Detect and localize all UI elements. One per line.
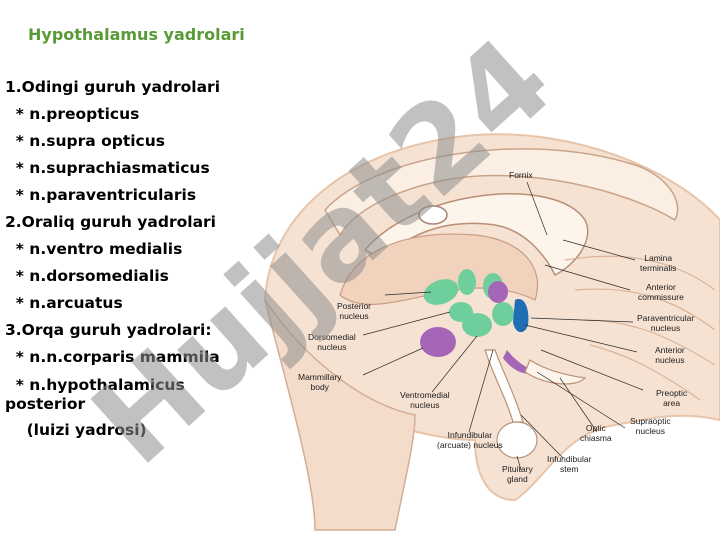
list-item: * n.dorsomedialis bbox=[5, 267, 169, 285]
label-lamina-terminalis: Lamina terminalis bbox=[640, 253, 677, 273]
frontal-folds bbox=[564, 255, 716, 401]
interthalamic-adhesion bbox=[418, 205, 448, 225]
pituitary-gland bbox=[496, 421, 538, 459]
anterior-nucleus-shape bbox=[492, 302, 514, 326]
list-item: 2.Oraliq guruh yadrolari bbox=[5, 213, 216, 231]
label-pituitary-gland: Pituitary gland bbox=[502, 464, 533, 484]
label-mammillary-body: Mammillary body bbox=[298, 372, 342, 392]
list-item: * n.n.corparis mammila bbox=[5, 348, 220, 366]
label-optic-chiasma: Optic chiasma bbox=[580, 423, 612, 443]
nucleus-green-2 bbox=[458, 269, 476, 295]
list-item: * n.hypothalamicus posterior bbox=[5, 376, 191, 413]
brain-illustration bbox=[263, 133, 720, 531]
list-item: (luizi yadrosi) bbox=[5, 421, 147, 439]
paraventricular-nucleus bbox=[513, 299, 529, 333]
slide-title: Hypothalamus yadrolari bbox=[28, 25, 245, 44]
mammillary-body bbox=[420, 327, 456, 357]
label-dorsomedial-nucleus: Dorsomedial nucleus bbox=[308, 332, 356, 352]
list-item: * n.arcuatus bbox=[5, 294, 123, 312]
label-anterior-nucleus: Anterior nucleus bbox=[655, 345, 685, 365]
label-supraoptic-nucleus: Supraoptic nucleus bbox=[630, 416, 671, 436]
nuclei-list: 1.Odingi guruh yadrolari * n.preopticus … bbox=[5, 74, 255, 444]
label-paraventricular-nucleus: Paraventricular nucleus bbox=[637, 313, 695, 333]
list-item: 1.Odingi guruh yadrolari bbox=[5, 78, 221, 96]
label-preoptic-area: Preoptic area bbox=[656, 388, 688, 408]
hypothalamus-diagram: Fornix Lamina terminalis Anterior commis… bbox=[245, 60, 720, 540]
corpus-callosum bbox=[324, 148, 679, 237]
posterior-nucleus bbox=[423, 279, 459, 305]
list-item: 3.Orqa guruh yadrolari: bbox=[5, 321, 212, 339]
label-posterior-nucleus: Posterior nucleus bbox=[337, 301, 372, 321]
leader-lines bbox=[362, 181, 644, 471]
list-item: * n.paraventricularis bbox=[5, 186, 197, 204]
label-infundibular-nucleus: Infundibular (arcuate) nucleus bbox=[437, 430, 503, 450]
label-ventromedial-nucleus: Ventromedial nucleus bbox=[400, 390, 450, 410]
optic-chiasma bbox=[524, 359, 587, 385]
list-item: * n.supra opticus bbox=[5, 132, 165, 150]
ventromedial-nucleus bbox=[462, 313, 492, 337]
list-item: * n.ventro medialis bbox=[5, 240, 183, 258]
infundibular-stem bbox=[484, 349, 524, 423]
purple-nucleus-top bbox=[488, 281, 508, 303]
label-infundibular-stem: Infundibular stem bbox=[547, 454, 592, 474]
list-item: * n.preopticus bbox=[5, 105, 140, 123]
label-anterior-commissure: Anterior commissure bbox=[638, 282, 684, 302]
watermark-text: Hujjat24 bbox=[66, 11, 577, 491]
list-item: * n.suprachiasmaticus bbox=[5, 159, 210, 177]
label-fornix: Fornix bbox=[509, 170, 533, 180]
brainstem bbox=[264, 299, 416, 531]
